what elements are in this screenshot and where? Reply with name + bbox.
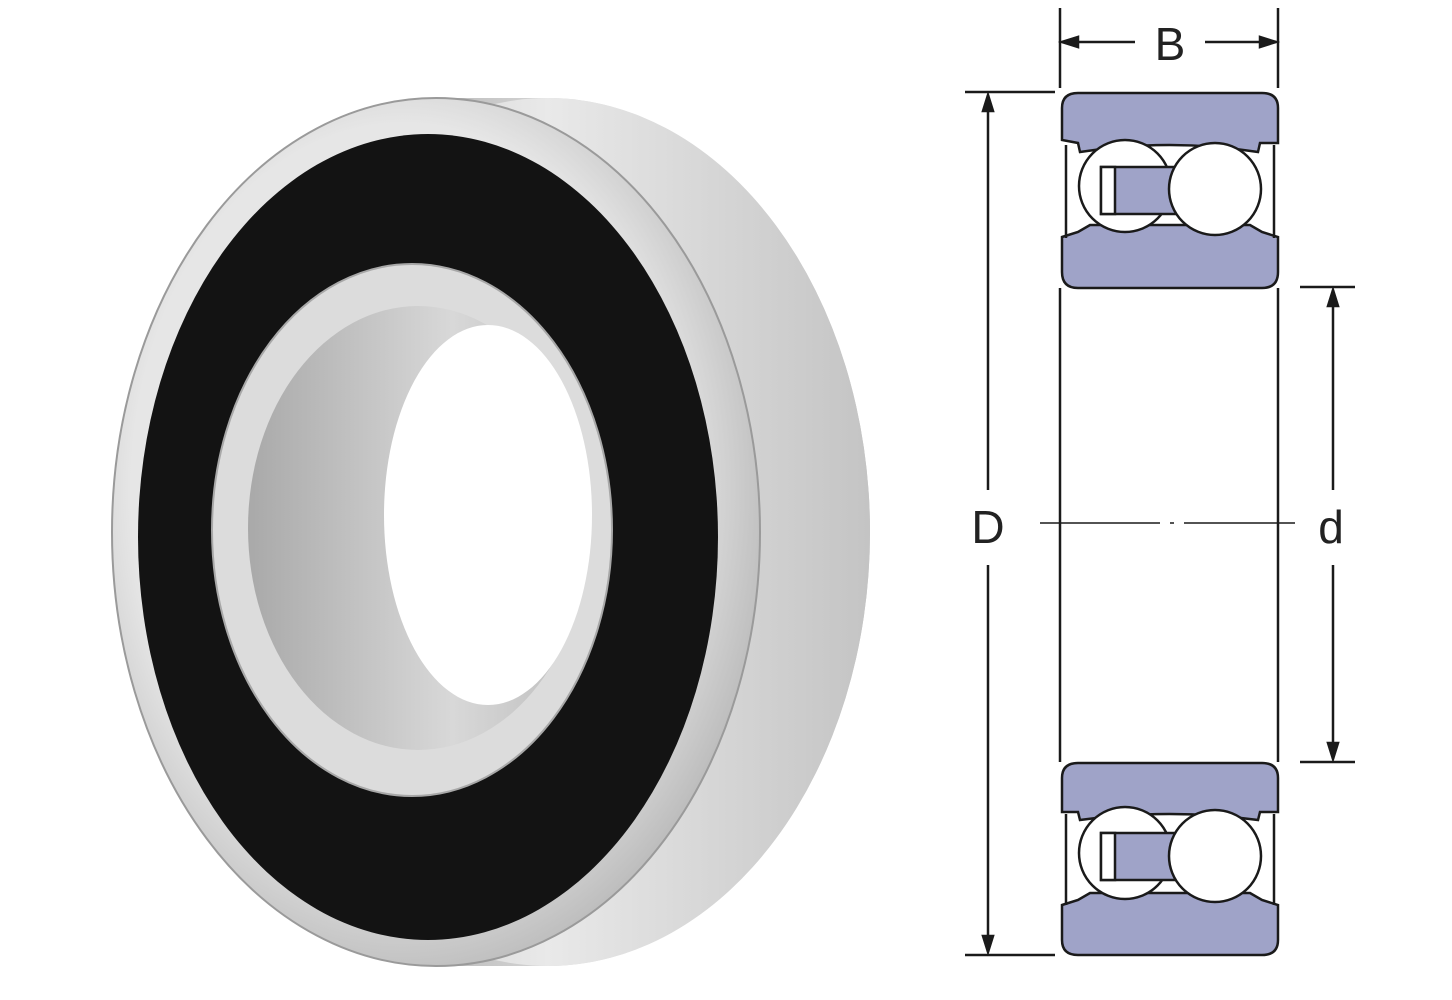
bearing-photo xyxy=(111,97,870,967)
outer-diameter-label: D xyxy=(971,501,1004,553)
section-bottom xyxy=(1060,761,1280,957)
section-top xyxy=(1060,91,1280,290)
width-label: B xyxy=(1155,18,1186,70)
cross-section-drawing xyxy=(965,8,1355,957)
bore-opening xyxy=(384,325,592,705)
bore-diameter-label: d xyxy=(1318,501,1344,553)
